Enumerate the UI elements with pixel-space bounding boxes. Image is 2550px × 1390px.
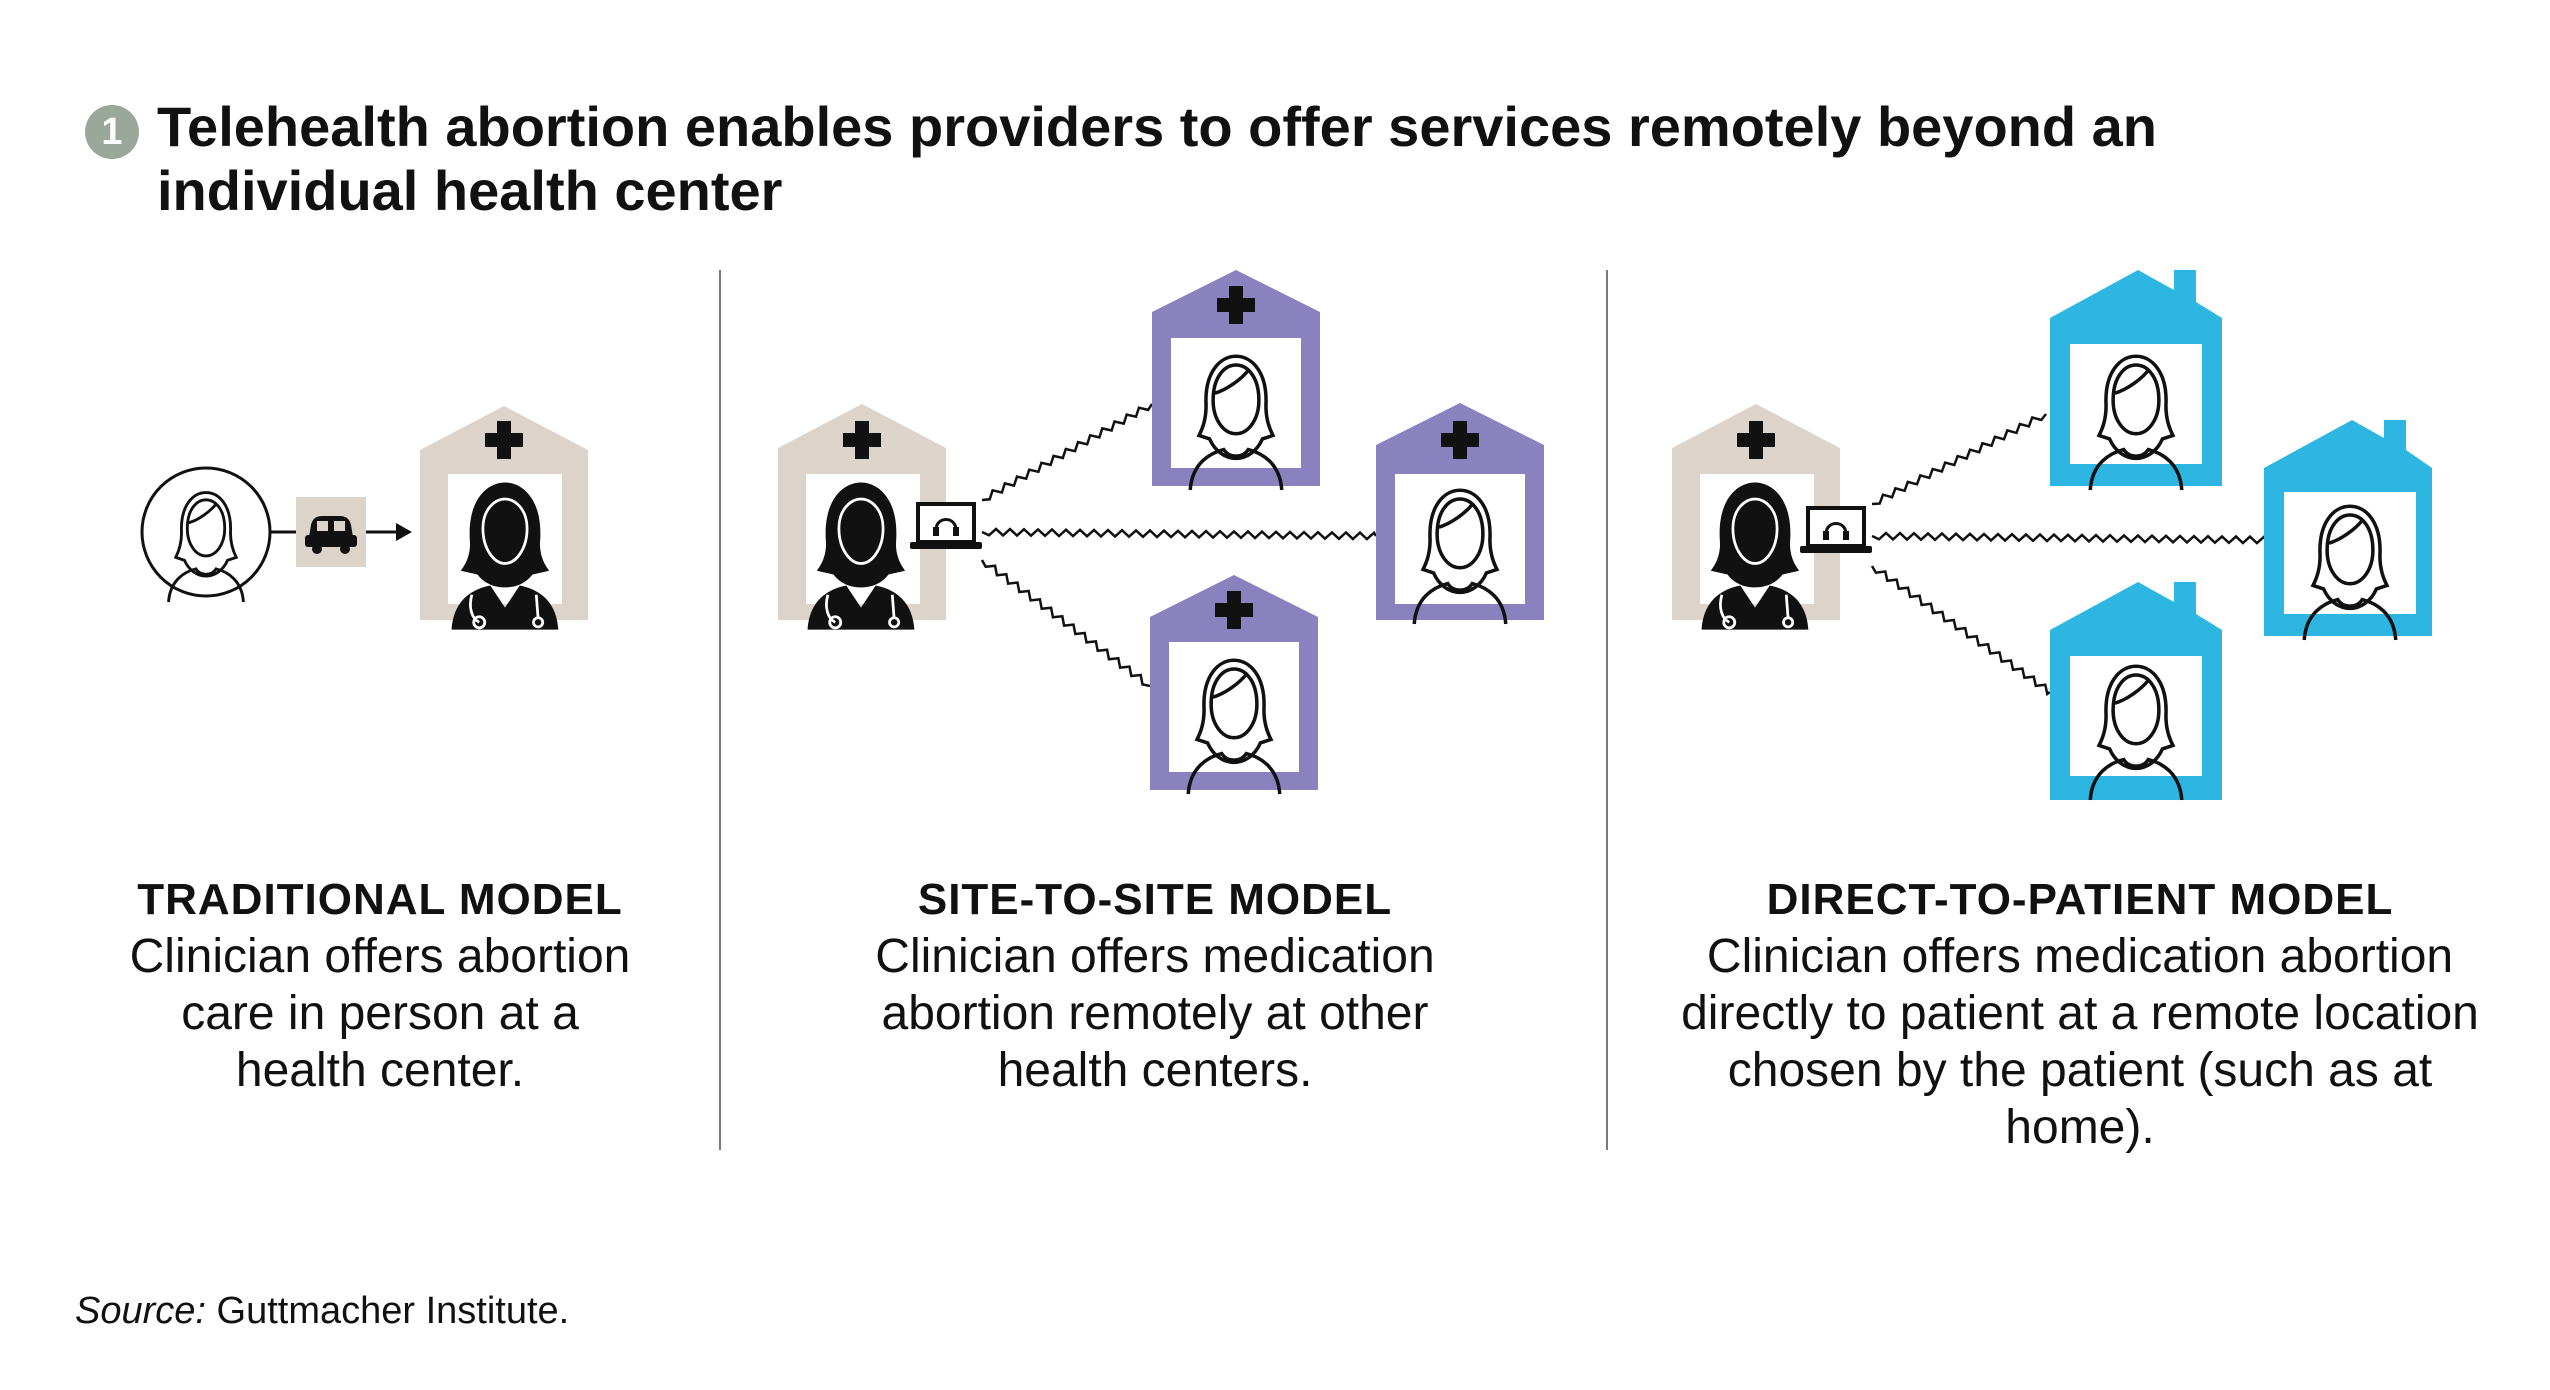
home-icon — [2264, 420, 2432, 642]
column-divider-1 — [719, 270, 721, 1150]
column-divider-2 — [1606, 270, 1608, 1150]
traditional-model-caption: TRADITIONAL MODEL Clinician offers abort… — [60, 872, 700, 1099]
site-to-site-text: Clinician offers medication abortion rem… — [875, 930, 1435, 1097]
connection-line — [980, 559, 1151, 688]
direct-to-patient-text: Clinician offers medication abortion dir… — [1681, 930, 2479, 1154]
site-to-site-illustration — [778, 270, 1544, 796]
health-center-icon — [420, 406, 588, 632]
remote-health-center — [1150, 575, 1318, 796]
connection-line — [981, 403, 1154, 502]
remote-health-center — [1376, 403, 1544, 626]
number-badge: 1 — [85, 105, 139, 159]
direct-to-patient-illustration — [1672, 270, 2432, 802]
connection-line — [1870, 565, 2051, 697]
site-to-site-heading: SITE-TO-SITE MODEL — [917, 875, 1393, 924]
laptop-headset-icon — [908, 502, 984, 551]
traditional-model-heading: TRADITIONAL MODEL — [137, 875, 623, 924]
connection-line — [1871, 413, 2047, 506]
health-center-icon — [1672, 404, 1840, 632]
source-text: Guttmacher Institute. — [216, 1290, 570, 1332]
arrow-icon — [396, 523, 412, 541]
car-icon — [305, 516, 357, 554]
remote-health-center — [1152, 270, 1320, 492]
direct-to-patient-caption: DIRECT-TO-PATIENT MODEL Clinician offers… — [1640, 872, 2520, 1156]
laptop-headset-icon — [1798, 506, 1874, 555]
home-icon — [2050, 582, 2222, 802]
connection-line — [1871, 531, 2268, 545]
traditional-model-illustration — [140, 406, 588, 632]
source-note: Source: Guttmacher Institute. — [75, 1290, 569, 1333]
home-icon — [2050, 270, 2222, 492]
traditional-model-text: Clinician offers abortion care in person… — [129, 930, 631, 1097]
health-center-icon — [778, 404, 946, 632]
figure-title: Telehealth abortion enables providers to… — [157, 95, 2157, 222]
direct-to-patient-heading: DIRECT-TO-PATIENT MODEL — [1766, 875, 2394, 924]
source-label: Source: — [75, 1290, 206, 1332]
site-to-site-caption: SITE-TO-SITE MODEL Clinician offers medi… — [790, 872, 1520, 1099]
connection-line — [981, 527, 1378, 541]
